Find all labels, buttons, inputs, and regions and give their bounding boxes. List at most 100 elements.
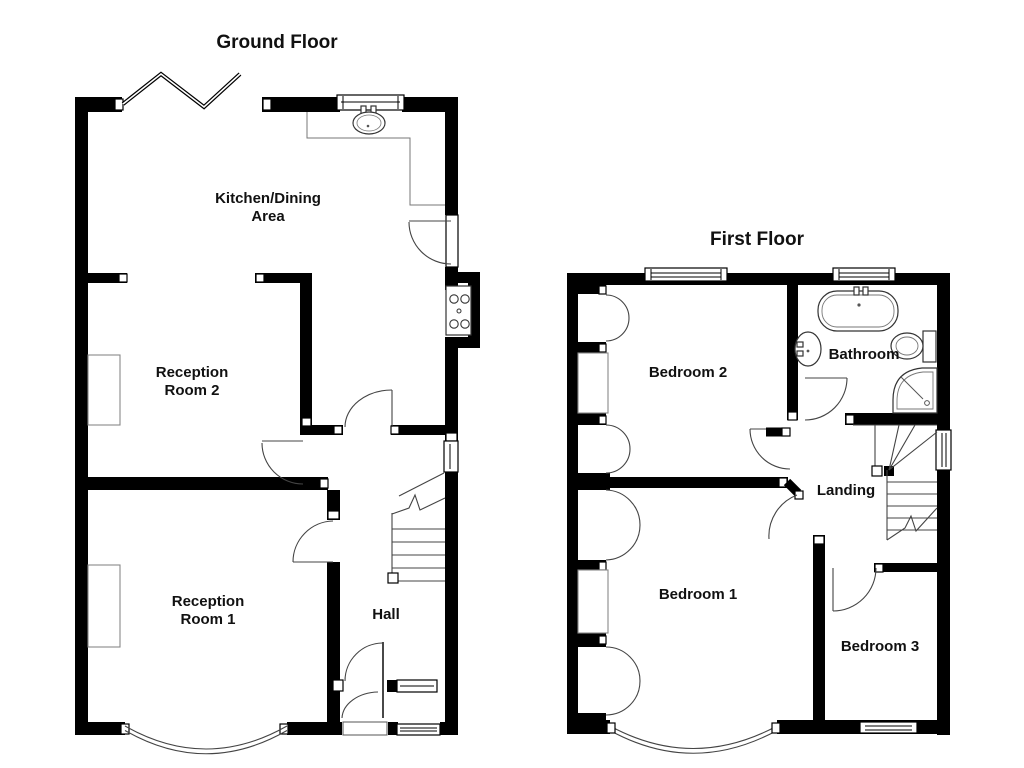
door-arc xyxy=(768,478,804,540)
wall xyxy=(402,97,458,112)
wall xyxy=(445,471,458,735)
bedroom2-label: Bedroom 2 xyxy=(649,364,727,381)
reception2-label-line2: Room 2 xyxy=(164,382,219,399)
wall xyxy=(937,273,950,735)
door-arc xyxy=(832,567,877,612)
kitchen-counter xyxy=(306,112,445,206)
built-in-wardrobes-icon xyxy=(605,294,641,716)
wall-cap xyxy=(114,98,124,111)
chimney-breast xyxy=(87,354,121,426)
back-door xyxy=(408,214,459,268)
wall-cap xyxy=(598,285,607,295)
bedroom3-label: Bedroom 3 xyxy=(841,638,919,655)
cooker-hob-icon xyxy=(445,285,472,336)
door-arc xyxy=(344,389,393,428)
staircase-up-icon xyxy=(387,472,446,584)
bay-window-icon xyxy=(124,725,288,755)
chimney-breast xyxy=(577,352,609,414)
first-floor-plan: First Floor Bedroom 2 Bathroom Landing B… xyxy=(567,229,952,754)
wall xyxy=(327,562,340,722)
wall xyxy=(300,273,312,427)
wall xyxy=(75,722,125,735)
reception1-label-line1: Reception xyxy=(172,593,245,610)
kitchen-label-line2: Area xyxy=(251,208,285,225)
wall-cap xyxy=(598,561,607,571)
wall xyxy=(567,720,610,734)
wall-cap xyxy=(787,411,798,421)
wall xyxy=(75,97,122,112)
wall-cap xyxy=(874,563,884,573)
wall xyxy=(578,713,606,722)
toilet-icon xyxy=(890,330,937,363)
wall xyxy=(845,413,937,425)
wall xyxy=(391,425,445,435)
wall xyxy=(262,97,340,112)
wall-cap xyxy=(319,478,329,489)
shower-tray-icon xyxy=(892,367,938,414)
wall-cap xyxy=(598,343,607,353)
reception1-label-line2: Room 1 xyxy=(180,611,235,628)
window-icon xyxy=(832,267,896,282)
wall-cap xyxy=(327,510,340,520)
wall xyxy=(75,97,88,722)
wall-cap xyxy=(301,417,312,427)
wall xyxy=(874,563,937,572)
door-arc xyxy=(804,377,848,421)
wall-cap xyxy=(279,723,289,735)
hall-label: Hall xyxy=(372,606,400,623)
window-icon xyxy=(859,721,918,734)
wall xyxy=(300,425,343,435)
bedroom1-label: Bedroom 1 xyxy=(659,586,737,603)
wall xyxy=(440,722,458,735)
first-floor-title: First Floor xyxy=(710,229,805,250)
wall xyxy=(445,337,480,348)
wall xyxy=(445,272,480,283)
kitchen-label-line1: Kitchen/Dining xyxy=(215,190,321,207)
wall-cap xyxy=(845,414,855,425)
angled-bay-window-icon xyxy=(121,71,242,110)
reception2-label-line1: Reception xyxy=(156,364,229,381)
wall-cap xyxy=(262,98,272,111)
wall xyxy=(578,342,606,353)
wall xyxy=(813,535,825,722)
bath-tub-icon xyxy=(817,286,899,332)
wall xyxy=(578,285,606,294)
wall xyxy=(287,722,342,735)
wall xyxy=(88,273,127,283)
wash-basin-icon xyxy=(794,331,822,367)
landing-label: Landing xyxy=(817,482,875,499)
wall-cap xyxy=(255,273,265,283)
wall xyxy=(255,273,312,283)
bathroom-label: Bathroom xyxy=(829,346,900,363)
ground-floor-title: Ground Floor xyxy=(216,32,338,53)
wall-cap xyxy=(120,723,130,735)
wall xyxy=(388,722,398,735)
wall xyxy=(600,477,788,488)
chimney-breast xyxy=(577,569,609,634)
window-icon xyxy=(935,429,952,471)
bay-window-icon xyxy=(606,722,781,754)
window-icon xyxy=(644,267,728,282)
wall-cap xyxy=(390,425,400,435)
window-icon xyxy=(443,440,459,473)
window-icon xyxy=(396,723,441,736)
wall-cap xyxy=(118,273,128,283)
window-icon xyxy=(396,679,438,693)
staircase-down-icon xyxy=(853,424,938,541)
wall-cap xyxy=(598,635,607,645)
ground-floor-plan: Ground Floor Kitchen/Dining Area Recepti… xyxy=(75,32,480,755)
door-arc xyxy=(749,427,791,470)
wall xyxy=(578,560,606,570)
wall-cap xyxy=(445,432,458,442)
wall-cap xyxy=(332,679,344,692)
wall-cap xyxy=(333,425,343,435)
wall xyxy=(88,477,328,490)
wall xyxy=(387,680,397,692)
chimney-breast xyxy=(87,564,121,648)
kitchen-sink-icon xyxy=(352,105,386,135)
wall xyxy=(787,273,798,420)
wall xyxy=(445,348,458,441)
front-door xyxy=(341,642,388,736)
